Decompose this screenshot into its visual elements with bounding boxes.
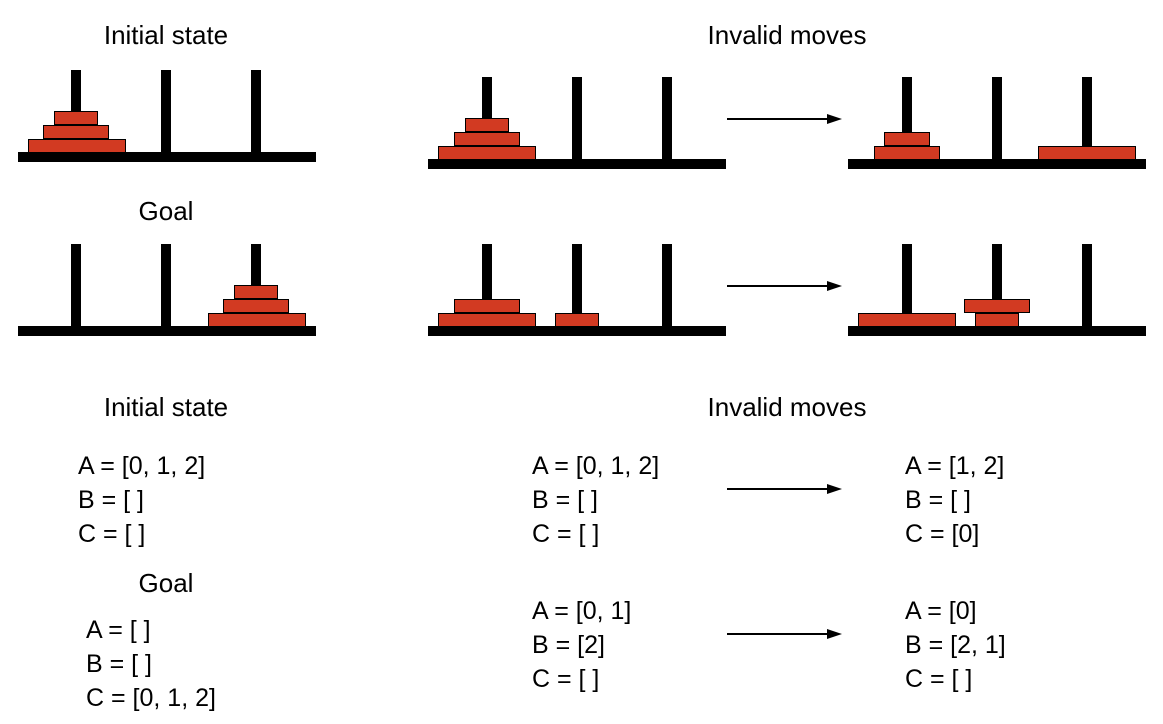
peg-c bbox=[1082, 244, 1092, 328]
disk-1-on-b bbox=[964, 299, 1030, 313]
move2-arrow-top bbox=[727, 281, 842, 291]
disk-1 bbox=[43, 125, 109, 139]
move1-before-lists: A = [0, 1, 2] B = [ ] C = [ ] bbox=[532, 449, 659, 551]
disk-0 bbox=[1038, 146, 1136, 160]
move1-after-lists: A = [1, 2] B = [ ] C = [0] bbox=[905, 449, 1004, 551]
peg-b-list: B = [ ] bbox=[86, 650, 153, 678]
peg-a-list: A = [0, 1] bbox=[532, 597, 632, 625]
peg-c-list: C = [ ] bbox=[78, 520, 146, 548]
tower-base bbox=[848, 159, 1146, 169]
peg-b bbox=[161, 70, 171, 154]
goal-text-title: Goal bbox=[138, 568, 194, 598]
move2-before-lists: A = [0, 1] B = [2] C = [ ] bbox=[532, 594, 631, 696]
peg-a bbox=[902, 244, 912, 328]
peg-a bbox=[482, 244, 492, 328]
peg-a-list: A = [0, 1, 2] bbox=[78, 452, 206, 480]
peg-a-list: A = [1, 2] bbox=[905, 452, 1005, 480]
peg-c-list: C = [0] bbox=[905, 520, 980, 548]
initial-state-text-title: Initial state bbox=[103, 392, 229, 422]
peg-a-list: A = [ ] bbox=[86, 616, 151, 644]
disk-1 bbox=[454, 132, 520, 146]
peg-b-list: B = [2, 1] bbox=[905, 631, 1006, 659]
move1-arrow-top bbox=[727, 114, 842, 124]
disk-2 bbox=[208, 313, 306, 327]
tower-base bbox=[18, 326, 316, 336]
peg-b-list: B = [ ] bbox=[532, 486, 599, 514]
tower-base bbox=[848, 326, 1146, 336]
peg-b bbox=[161, 244, 171, 328]
goal-title: Goal bbox=[138, 196, 194, 226]
disk-1 bbox=[858, 313, 956, 327]
disk-2 bbox=[975, 313, 1019, 327]
peg-a-list: A = [0] bbox=[905, 597, 977, 625]
peg-c bbox=[662, 244, 672, 328]
disk-0 bbox=[454, 299, 520, 313]
peg-a-list: A = [0, 1, 2] bbox=[532, 452, 660, 480]
tower-base bbox=[428, 326, 726, 336]
peg-a bbox=[71, 244, 81, 328]
invalid-moves-text-title: Invalid moves bbox=[707, 392, 867, 422]
disk-2 bbox=[874, 146, 940, 160]
peg-b-list: B = [2] bbox=[532, 631, 605, 659]
invalid-moves-title: Invalid moves bbox=[707, 20, 867, 50]
move2-arrow-text bbox=[727, 629, 842, 639]
peg-a bbox=[902, 77, 912, 161]
peg-c bbox=[251, 70, 261, 154]
peg-b bbox=[992, 244, 1002, 328]
disk-2 bbox=[555, 313, 599, 327]
disk-0 bbox=[234, 285, 278, 299]
peg-b bbox=[992, 77, 1002, 161]
initial-state-lists: A = [0, 1, 2] B = [ ] C = [ ] bbox=[78, 449, 205, 551]
peg-c bbox=[1082, 77, 1092, 161]
disk-2 bbox=[438, 146, 536, 160]
disk-0 bbox=[54, 111, 98, 125]
peg-c-list: C = [0, 1, 2] bbox=[86, 684, 216, 712]
peg-c bbox=[662, 77, 672, 161]
initial-state-title: Initial state bbox=[103, 20, 229, 50]
peg-b-list: B = [ ] bbox=[78, 486, 145, 514]
move2-after-lists: A = [0] B = [2, 1] C = [ ] bbox=[905, 594, 1006, 696]
peg-b bbox=[572, 244, 582, 328]
move1-arrow-text bbox=[727, 484, 842, 494]
peg-c-list: C = [ ] bbox=[532, 520, 600, 548]
peg-b bbox=[572, 77, 582, 161]
disk-2 bbox=[28, 139, 126, 153]
peg-c-list: C = [ ] bbox=[905, 665, 973, 693]
disk-1 bbox=[438, 313, 536, 327]
goal-lists: A = [ ] B = [ ] C = [0, 1, 2] bbox=[86, 613, 216, 715]
peg-c-list: C = [ ] bbox=[532, 665, 600, 693]
tower-base bbox=[428, 159, 726, 169]
disk-1 bbox=[884, 132, 930, 146]
tower-base bbox=[18, 152, 316, 162]
peg-b-list: B = [ ] bbox=[905, 486, 972, 514]
disk-1 bbox=[223, 299, 289, 313]
disk-0 bbox=[465, 118, 509, 132]
